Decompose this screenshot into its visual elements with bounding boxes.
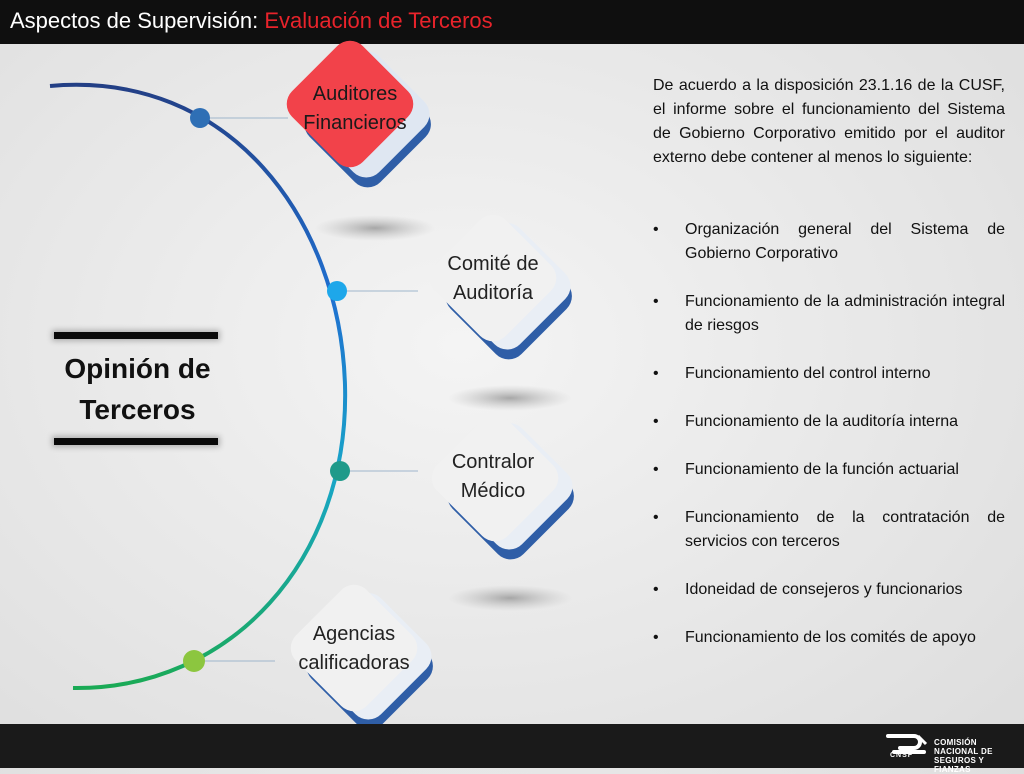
diamond-label-wrap-1: Auditores Financieros [280,34,430,184]
title-bar-bottom [54,438,218,445]
title-bar-top [54,332,218,339]
node-2 [327,281,347,301]
shadow-1 [315,215,435,241]
diamond-label-auditores: Auditores Financieros [303,83,407,134]
cnsf-logo-icon [886,734,928,754]
list-item: • Funcionamiento de la función actuarial [653,458,1005,482]
list-item-text: Idoneidad de consejeros y funcionarios [685,581,963,598]
list-item: • Funcionamiento del control interno [653,362,1005,386]
shadow-3 [448,585,572,611]
list-item: • Funcionamiento de la administración int… [653,290,1005,338]
diamond-label-agencias: Agencias calificadoras [298,623,410,674]
cnsf-logo: COMISIÓN NACIONAL DE SEGUROS Y FIANZAS C… [882,730,1012,774]
bullet-icon: • [653,461,659,478]
description-paragraph: De acuerdo a la disposición 23.1.16 de l… [653,77,1005,166]
node-4 [183,650,205,672]
list-item-text: Funcionamiento de la función actuarial [685,461,959,478]
slide-title-accent: Evaluación de Terceros [264,8,493,33]
list-item: • Funcionamiento de la contratación de se… [653,506,1005,554]
list-item: • Organización general del Sistema de Gob… [653,218,1005,266]
center-title-block: Opinión de Terceros [40,330,235,450]
requirements-list: • Organización general del Sistema de Gob… [653,218,1005,674]
list-item: • Idoneidad de consejeros y funcionarios [653,578,1005,602]
list-item-text: Funcionamiento del control interno [685,365,931,382]
list-item-text: Organización general del Sistema de Gobi… [685,221,1005,262]
center-title: Opinión de Terceros [64,353,211,425]
node-1 [190,108,210,128]
bullet-icon: • [653,629,659,646]
slide-header: Aspectos de Supervisión: Evaluación de T… [0,0,1024,44]
diamond-label-wrap-3: Contralor Médico [418,402,568,552]
bullet-icon: • [653,509,659,526]
list-item: • Funcionamiento de los comités de apoyo [653,626,1005,650]
node-3 [330,461,350,481]
list-item: • Funcionamiento de la auditoría interna [653,410,1005,434]
slide-footer: COMISIÓN NACIONAL DE SEGUROS Y FIANZAS C… [0,724,1024,774]
diamond-label-comite: Comité de Auditoría [447,253,539,304]
list-item-text: Funcionamiento de los comités de apoyo [685,629,976,646]
diamond-label-wrap-2: Comité de Auditoría [418,204,568,354]
logo-name: COMISIÓN NACIONAL DE SEGUROS Y FIANZAS [934,738,993,774]
bullet-icon: • [653,413,659,430]
list-item-text: Funcionamiento de la auditoría interna [685,413,959,430]
diamond-label-wrap-4: Agencias calificadoras [279,574,429,724]
slide-title: Aspectos de Supervisión: [10,8,265,33]
bullet-icon: • [653,581,659,598]
bullet-icon: • [653,221,659,238]
list-item-text: Funcionamiento de la contratación de ser… [685,509,1005,550]
bullet-icon: • [653,293,659,310]
bullet-icon: • [653,365,659,382]
logo-abbr: CNSF [890,752,914,759]
diamond-label-contralor: Contralor Médico [451,451,535,502]
list-item-text: Funcionamiento de la administración inte… [685,293,1005,334]
